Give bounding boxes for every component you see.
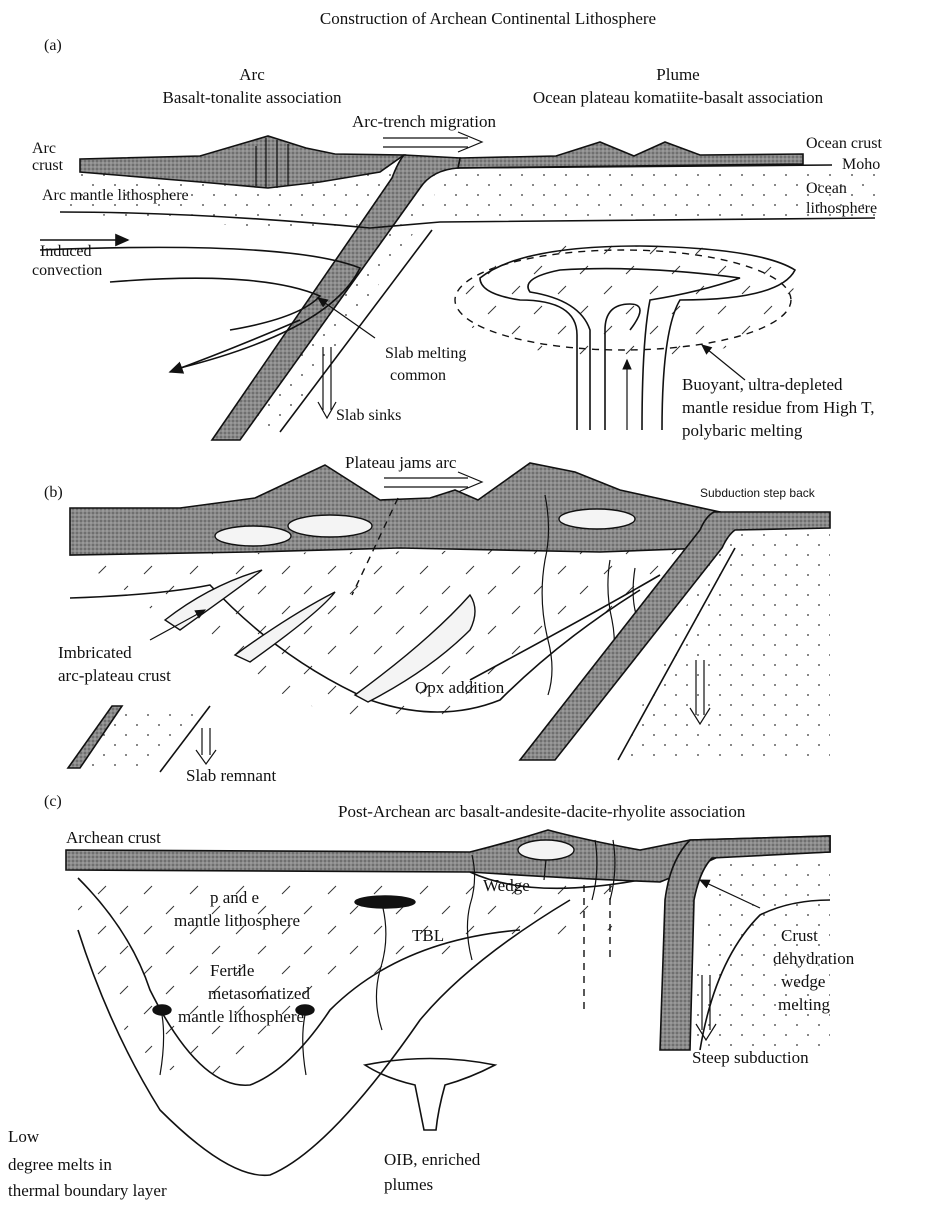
slab-melting-label-2: common	[390, 367, 446, 384]
p-and-e-label-1: p and e	[210, 888, 259, 907]
low-degree-label-3: thermal boundary layer	[8, 1181, 167, 1200]
ocean-lithosphere-label-1: Ocean	[806, 180, 847, 197]
plume-subtitle: Ocean plateau komatiite-basalt associati…	[533, 88, 824, 107]
slab-remnant-arrow	[196, 728, 216, 764]
oib-label-1: OIB, enriched	[384, 1150, 481, 1169]
panel-a: (a) Arc Basalt-tonalite association Plum…	[32, 37, 883, 440]
fertile-label-1: Fertile	[210, 961, 254, 980]
ttg-melt-body-3	[559, 509, 635, 529]
subduction-step-back-label: Subduction step back	[700, 486, 816, 500]
induced-convection-label-1: Induced	[40, 243, 92, 260]
ttg-melt-body-2	[288, 515, 372, 537]
ocean-crust-label: Ocean crust	[806, 135, 883, 152]
slab-melting-label-1: Slab melting	[385, 345, 466, 362]
crust-dehydration-label-1: Crust	[781, 926, 818, 945]
arc-subtitle: Basalt-tonalite association	[163, 88, 342, 107]
panel-b-label: (b)	[44, 484, 63, 501]
induced-convection-label-2: convection	[32, 262, 102, 279]
induced-convection-loop-2	[110, 278, 320, 330]
crust-dehydration-label-3: wedge	[781, 972, 825, 991]
panel-c-label: (c)	[44, 793, 62, 810]
panel-a-label: (a)	[44, 37, 62, 54]
depleted-residue-fill	[458, 242, 794, 357]
migration-arrow	[383, 132, 482, 152]
imbricated-label-1: Imbricated	[58, 643, 132, 662]
steep-subduction-label: Steep subduction	[692, 1048, 809, 1067]
oib-label-2: plumes	[384, 1175, 433, 1194]
fertile-label-2: metasomatized	[208, 984, 310, 1003]
moho-label: Moho	[842, 156, 880, 173]
arc-plateau-crust	[70, 463, 720, 555]
crust-dehydration-label-4: melting	[778, 995, 830, 1014]
arc-mantle-lithosphere-label: Arc mantle lithosphere	[42, 187, 189, 204]
residue-label-1: Buoyant, ultra-depleted	[682, 375, 843, 394]
post-archean-label: Post-Archean arc basalt-andesite-dacite-…	[338, 802, 746, 821]
panel-b: (b) Plateau jams arc TTG’s Subduction st…	[44, 453, 830, 785]
low-degree-label-2: degree melts in	[8, 1155, 112, 1174]
archean-crust-label: Archean crust	[66, 828, 161, 847]
tbl-label: TBL	[412, 926, 444, 945]
p-and-e-label-2: mantle lithosphere	[174, 911, 300, 930]
imbricated-label-2: arc-plateau crust	[58, 666, 171, 685]
figure-title: Construction of Archean Continental Lith…	[320, 9, 656, 28]
residue-label-3: polybaric melting	[682, 421, 803, 440]
ttg-melt-body-1	[215, 526, 291, 546]
wedge-label: Wedge	[483, 876, 530, 895]
plume-title: Plume	[656, 65, 699, 84]
plateau-jams-arc-label: Plateau jams arc	[345, 453, 457, 472]
slab-remnant-label: Slab remnant	[186, 766, 276, 785]
arc-trench-migration-label: Arc-trench migration	[352, 112, 496, 131]
low-degree-label-1: Low	[8, 1127, 40, 1146]
arc-melt-body	[518, 840, 574, 860]
ocean-crust	[458, 142, 803, 168]
arc-crust-label-1: Arc	[32, 140, 56, 157]
panel-c: (c) Post-Archean arc basalt-andesite-dac…	[8, 793, 855, 1200]
plateau-jams-arrow	[384, 472, 482, 492]
arc-title: Arc	[239, 65, 265, 84]
ocean-lithosphere-label-2: lithosphere	[806, 200, 877, 217]
fertile-label-3: mantle lithosphere	[178, 1007, 304, 1026]
opx-addition-label: Opx addition	[415, 678, 505, 697]
lithosphere-melt-pod-center	[355, 896, 415, 908]
lithosphere-melt-pod-left	[153, 1005, 171, 1015]
arc-crust-label-2: crust	[32, 157, 64, 174]
residue-label-2: mantle residue from High T,	[682, 398, 874, 417]
slab-sinks-label: Slab sinks	[336, 407, 401, 424]
crust-dehydration-label-2: dehydration	[773, 949, 855, 968]
